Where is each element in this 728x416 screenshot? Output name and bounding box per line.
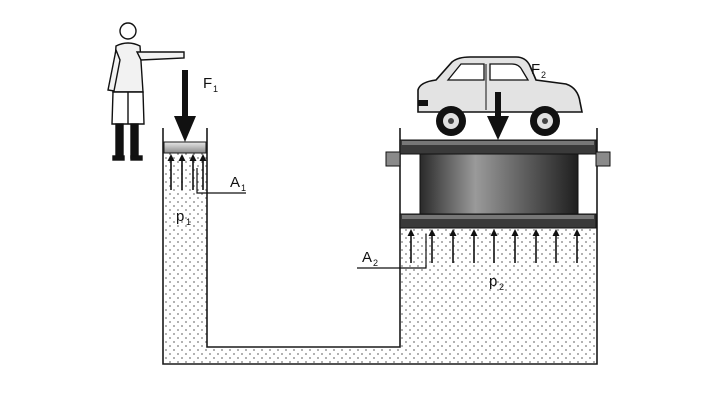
container-walls <box>162 128 598 365</box>
pressure-arrowhead-icon <box>511 229 519 236</box>
label-p1-sub: 1 <box>186 217 191 227</box>
label-a1: A 1 <box>230 174 246 193</box>
pressure-arrowhead-icon <box>199 154 207 161</box>
person-icon <box>107 22 185 161</box>
pressure-arrowhead-icon <box>189 154 197 161</box>
label-f1: F 1 <box>203 75 218 94</box>
car-icon <box>417 56 583 136</box>
hydraulic-fluid <box>163 153 597 364</box>
label-f2-sub: 2 <box>541 70 546 80</box>
leader-lines <box>196 168 427 269</box>
label-p2: p 2 <box>489 273 504 292</box>
pressure-arrowhead-icon <box>470 229 478 236</box>
label-a1-sub: 1 <box>241 183 246 193</box>
force-arrow-large <box>487 92 509 140</box>
pressure-arrowhead-icon <box>449 229 457 236</box>
label-f1-sub: 1 <box>213 84 218 94</box>
label-p1: p 1 <box>176 208 191 227</box>
label-p1-main: p <box>176 208 184 225</box>
force-arrow-icon <box>174 70 196 142</box>
label-a2-sub: 2 <box>373 258 378 268</box>
large-pressure-arrows <box>407 229 581 263</box>
small-piston <box>163 141 207 154</box>
label-a2: A 2 <box>362 249 378 268</box>
label-a2-main: A <box>362 249 372 266</box>
label-f2-main: F <box>531 61 540 78</box>
label-f2: F 2 <box>531 61 546 80</box>
label-a1-main: A <box>230 174 240 191</box>
label-p2-sub: 2 <box>499 282 504 292</box>
pressure-arrowhead-icon <box>573 229 581 236</box>
pressure-arrowhead-icon <box>490 229 498 236</box>
label-f1-main: F <box>203 75 212 92</box>
pressure-arrowhead-icon <box>428 229 436 236</box>
pressure-arrowhead-icon <box>407 229 415 236</box>
pressure-arrowhead-icon <box>178 154 186 161</box>
pressure-arrowhead-icon <box>532 229 540 236</box>
pressure-arrowhead-icon <box>552 229 560 236</box>
pressure-arrowhead-icon <box>167 154 175 161</box>
large-piston <box>385 139 611 229</box>
label-p2-main: p <box>489 273 497 290</box>
small-pressure-arrows <box>167 154 207 190</box>
